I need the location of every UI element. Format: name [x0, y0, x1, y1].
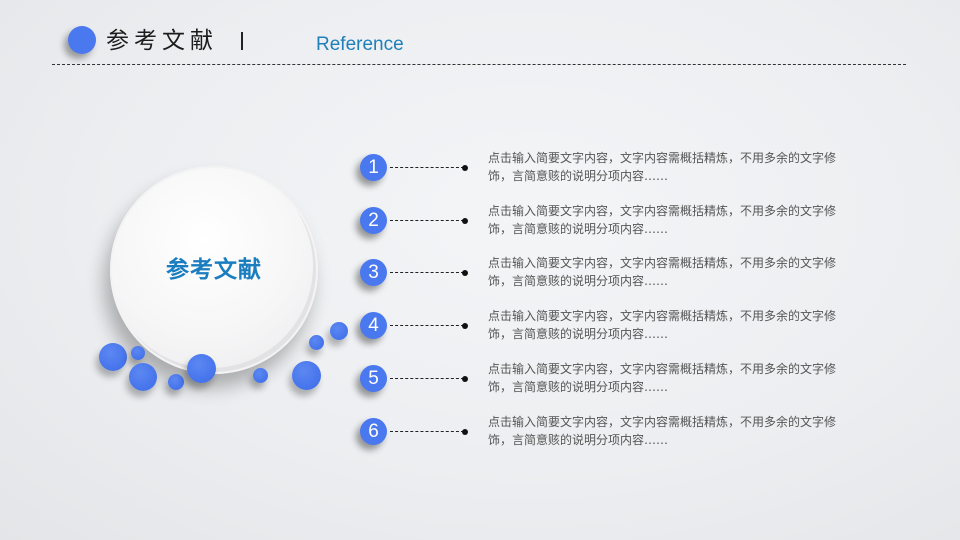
header-title[interactable]: 参考文献: [106, 28, 218, 54]
dashed-connector: [390, 325, 464, 326]
list-item: 5 点击输入简要文字内容，文字内容需概括精炼，不用多余的文字修饰，言简意赅的说明…: [0, 362, 960, 405]
connector-dot-icon: [462, 217, 468, 224]
bubble-icon: [330, 322, 348, 340]
connector-dot-icon: [462, 269, 468, 276]
bubble-icon: [168, 374, 184, 390]
connector-dot-icon: [462, 164, 468, 171]
list-item: 4 点击输入简要文字内容，文字内容需概括精炼，不用多余的文字修饰，言简意赅的说明…: [0, 309, 960, 352]
bubble-icon: [99, 343, 127, 371]
dashed-connector: [390, 378, 464, 379]
connector-dot-icon: [462, 375, 468, 382]
center-title[interactable]: 参考文献: [166, 257, 262, 283]
number-badge: 1: [360, 154, 387, 181]
header-dot-icon: [68, 26, 96, 54]
connector-dot-icon: [462, 428, 468, 435]
item-description[interactable]: 点击输入简要文字内容，文字内容需概括精炼，不用多余的文字修饰，言简意赅的说明分项…: [488, 256, 837, 288]
list-item: 6 点击输入简要文字内容，文字内容需概括精炼，不用多余的文字修饰，言简意赅的说明…: [0, 415, 960, 458]
item-description[interactable]: 点击输入简要文字内容，文字内容需概括精炼，不用多余的文字修饰，言简意赅的说明分项…: [488, 204, 837, 236]
list-item: 3 点击输入简要文字内容，文字内容需概括精炼，不用多余的文字修饰，言简意赅的说明…: [0, 256, 960, 299]
item-description[interactable]: 点击输入简要文字内容，文字内容需概括精炼，不用多余的文字修饰，言简意赅的说明分项…: [488, 309, 837, 341]
connector-dot-icon: [462, 322, 468, 329]
header-divider: [52, 64, 906, 65]
number-badge: 4: [360, 312, 387, 339]
dashed-connector: [390, 272, 464, 273]
item-description[interactable]: 点击输入简要文字内容，文字内容需概括精炼，不用多余的文字修饰，言简意赅的说明分项…: [488, 415, 837, 447]
number-badge: 6: [360, 418, 387, 445]
header-separator: [241, 32, 243, 50]
number-badge: 5: [360, 365, 387, 392]
header-subtitle[interactable]: Reference: [316, 34, 404, 55]
number-badge: 2: [360, 207, 387, 234]
center-circle: [110, 166, 318, 374]
dashed-connector: [390, 431, 464, 432]
bubble-icon: [129, 363, 157, 391]
item-description[interactable]: 点击输入简要文字内容，文字内容需概括精炼，不用多余的文字修饰，言简意赅的说明分项…: [488, 151, 837, 183]
item-description[interactable]: 点击输入简要文字内容，文字内容需概括精炼，不用多余的文字修饰，言简意赅的说明分项…: [488, 362, 837, 394]
list-item: 1 点击输入简要文字内容，文字内容需概括精炼，不用多余的文字修饰，言简意赅的说明…: [0, 151, 960, 194]
number-badge: 3: [360, 259, 387, 286]
bubble-icon: [309, 335, 324, 350]
bubble-icon: [292, 361, 321, 390]
dashed-connector: [390, 220, 464, 221]
bubble-icon: [187, 354, 216, 383]
bubble-icon: [253, 368, 268, 383]
dashed-connector: [390, 167, 464, 168]
list-item: 2 点击输入简要文字内容，文字内容需概括精炼，不用多余的文字修饰，言简意赅的说明…: [0, 204, 960, 247]
bubble-icon: [131, 346, 145, 360]
